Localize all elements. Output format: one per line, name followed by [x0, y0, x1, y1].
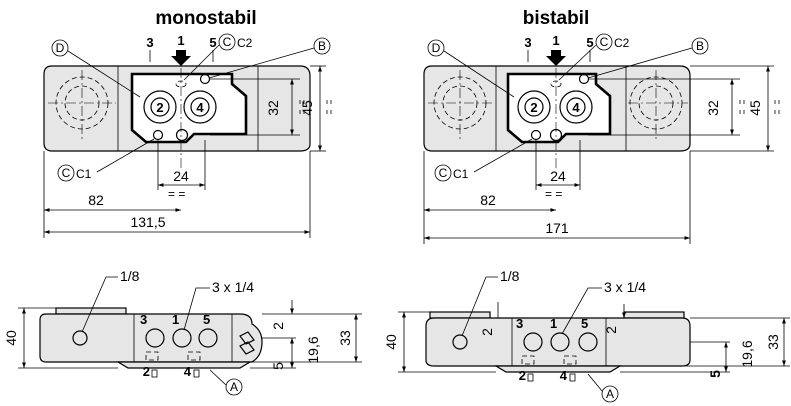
seal-plate-outline: [130, 72, 248, 144]
dim-32: 32: [705, 100, 721, 116]
svg-text:A: A: [606, 387, 614, 401]
seal-plate-outline: [506, 72, 612, 144]
callout-B: [313, 37, 331, 55]
port-4-label: 4: [196, 100, 204, 115]
dim-82: 82: [88, 192, 104, 208]
svg-text:D: D: [432, 41, 441, 55]
dim-33: 33: [765, 334, 781, 350]
dim-45: 45: [299, 100, 315, 116]
port-3-label: 3: [146, 35, 153, 50]
svg-text:C2: C2: [614, 36, 630, 50]
svg-text:4: 4: [560, 368, 568, 383]
dim-5: 5: [707, 370, 723, 378]
port-1-label: 1: [552, 33, 559, 48]
dim-131-5: 131,5: [130, 214, 165, 230]
dim-2: 2: [270, 322, 286, 330]
svg-text:3: 3: [516, 316, 523, 331]
callout-B: [691, 37, 709, 55]
valve-side-body: [425, 317, 691, 367]
port-3-label: 3: [524, 35, 531, 50]
callout-C1: [57, 164, 75, 182]
port-1-label: 1: [177, 33, 184, 48]
svg-text:3: 3: [140, 312, 147, 327]
svg-text:2: 2: [143, 364, 150, 379]
svg-text:D: D: [56, 41, 65, 55]
thread-1-8-label: 1/8: [500, 268, 520, 284]
callout-C2: [595, 33, 613, 51]
port-1-8-hole: [72, 330, 88, 346]
title-monostabil: monostabil: [155, 8, 256, 29]
supply-arrow: [546, 50, 566, 66]
dim-45: 45: [747, 100, 763, 116]
dim-40: 40: [3, 330, 19, 346]
dim-19-6: 19,6: [739, 340, 755, 367]
dim-2-left: 2: [479, 328, 495, 336]
valve-side-body: [39, 313, 263, 363]
svg-text:5: 5: [203, 312, 210, 327]
callout-D: [427, 39, 445, 57]
svg-text:A: A: [230, 380, 238, 394]
dim-24: 24: [173, 168, 189, 184]
svg-text:C: C: [439, 166, 448, 180]
svg-text:C: C: [600, 35, 609, 49]
svg-text:= =: = =: [545, 187, 562, 201]
side-view-monostabil: 3 1 5 2 4 1/8 3 x 1/4 A 40 2 19,6 5 33: [3, 268, 362, 396]
side-view-bistabil: 3 1 5 2 4 1/8 3 x 1/4 A 40 2 2 19,6 5 33: [383, 268, 790, 403]
port-4-label: 4: [572, 100, 580, 115]
svg-text:C: C: [62, 166, 71, 180]
svg-text:B: B: [696, 39, 704, 53]
thread-3x1-4-label: 3 x 1/4: [212, 279, 254, 295]
port-1-8-hole: [452, 334, 468, 350]
callout-D: [51, 39, 69, 57]
title-bistabil: bistabil: [523, 8, 590, 29]
top-view-bistabil: 2 4 3 1 5 D C C2 B C C1 32: [423, 33, 780, 244]
dim-82: 82: [480, 192, 496, 208]
supply-arrow: [171, 50, 191, 66]
callout-C2: [218, 33, 236, 51]
port-5-label: 5: [209, 35, 216, 50]
callout-A: [601, 385, 619, 403]
callout-A: [225, 378, 243, 396]
small-hole: [199, 73, 211, 85]
dim-33: 33: [337, 330, 353, 346]
dim-171: 171: [545, 220, 569, 236]
svg-text:C1: C1: [76, 167, 92, 181]
port-2-label: 2: [156, 100, 163, 115]
thread-3x1-4-label: 3 x 1/4: [604, 279, 646, 295]
dim-19-6: 19,6: [305, 336, 321, 363]
dim-32: 32: [265, 100, 281, 116]
dim-2-right: 2: [603, 326, 619, 334]
dim-40: 40: [383, 334, 399, 350]
port-2-label: 2: [530, 100, 537, 115]
port-5-label: 5: [586, 35, 593, 50]
svg-text:C2: C2: [237, 36, 253, 50]
top-view-monostabil: 2 4 3 1 5 D C C2 B C C1 32: [43, 33, 332, 238]
dim-5: 5: [270, 362, 286, 370]
svg-text:= =: = =: [168, 187, 185, 201]
thread-1-8-label: 1/8: [120, 268, 140, 284]
svg-text:5: 5: [581, 316, 588, 331]
svg-text:C: C: [223, 35, 232, 49]
svg-text:B: B: [318, 39, 326, 53]
callout-C1: [434, 164, 452, 182]
svg-text:2: 2: [519, 368, 526, 383]
svg-text:1: 1: [550, 316, 557, 331]
dim-24: 24: [550, 168, 566, 184]
svg-text:4: 4: [184, 364, 192, 379]
svg-text:C1: C1: [453, 167, 469, 181]
svg-text:1: 1: [172, 312, 179, 327]
